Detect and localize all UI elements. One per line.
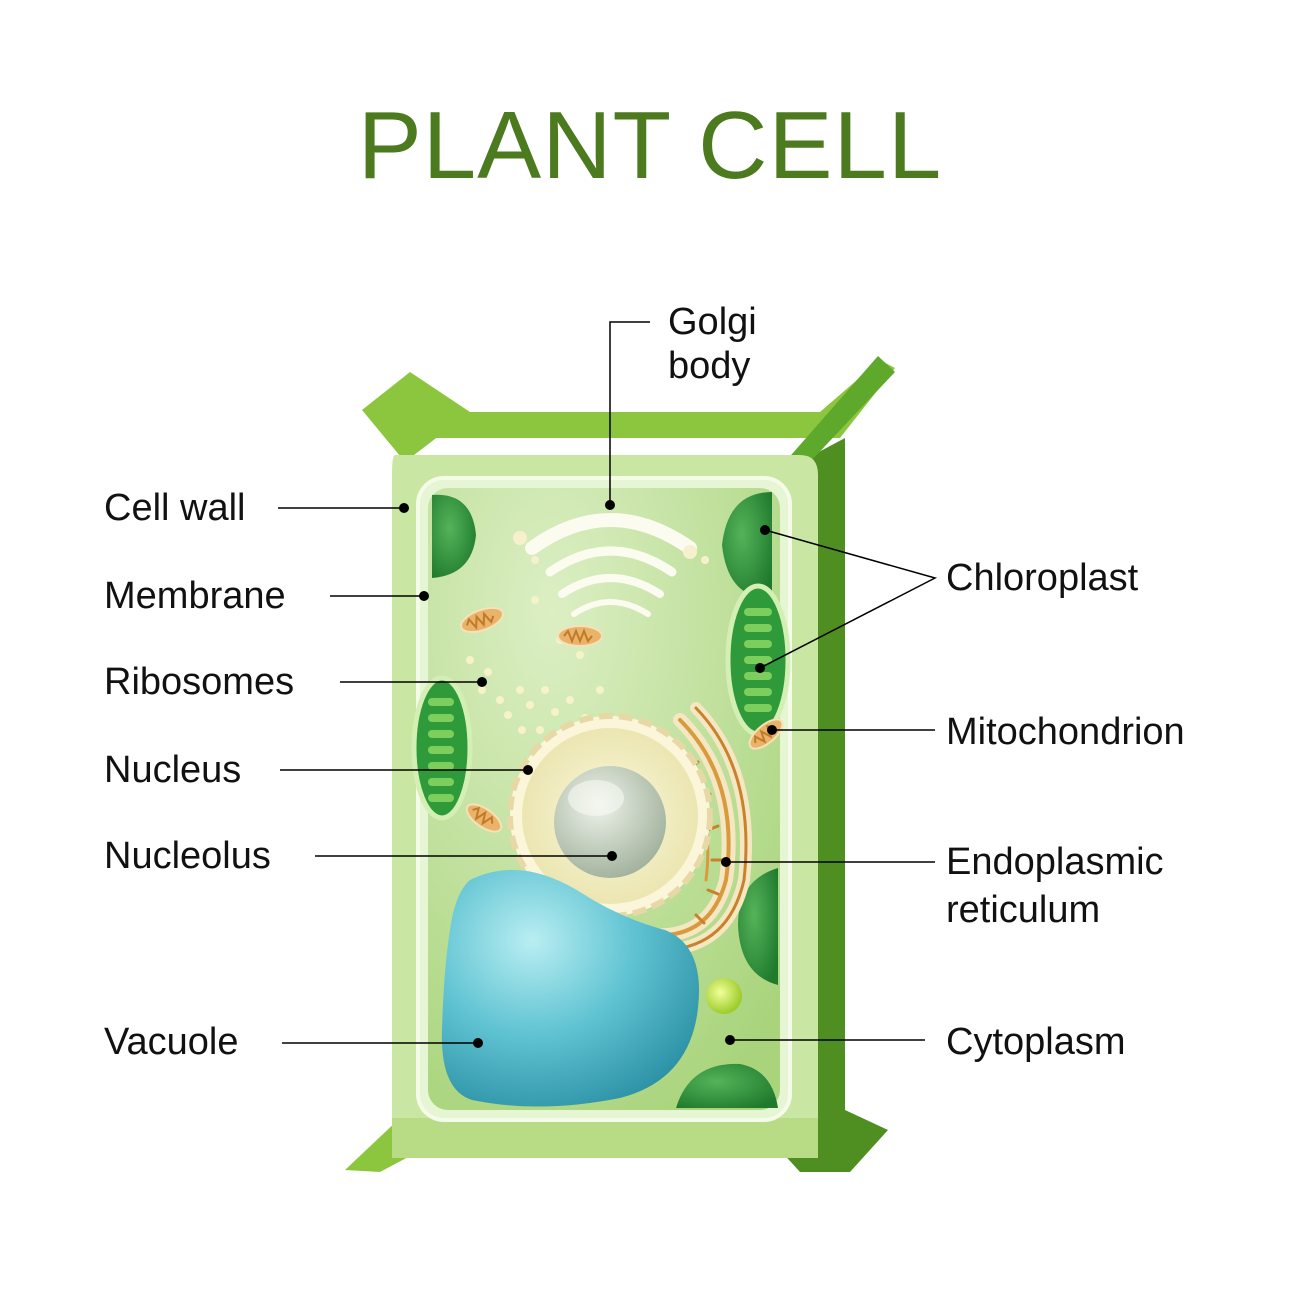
cell-wall-bottom-rim — [392, 1118, 818, 1158]
cell-wall-top-right-flap — [785, 356, 895, 462]
chloroplast-left-stacked — [411, 675, 473, 821]
mitochondrion-4 — [465, 803, 503, 833]
label-membrane: Membrane — [104, 575, 286, 617]
label-ribosomes: Ribosomes — [104, 661, 295, 703]
label-vacuole: Vacuole — [104, 1021, 239, 1063]
cell-wall-top-rim — [395, 360, 895, 438]
leader-chloroplast — [759, 529, 938, 669]
ribosomes — [466, 596, 604, 734]
label-cell-wall: Cell wall — [104, 487, 246, 529]
label-cytoplasm: Cytoplasm — [946, 1021, 1126, 1063]
golgi-body — [513, 513, 709, 617]
label-chloroplast: Chloroplast — [946, 557, 1139, 599]
chloroplasts — [411, 492, 791, 1108]
leader-dots — [399, 500, 777, 1048]
chloroplast-bottom — [676, 1063, 778, 1108]
chloroplast-top-left — [432, 494, 476, 578]
chloroplast-bottom-right — [738, 868, 778, 985]
mitochondrion-1 — [460, 606, 504, 634]
mitochondrion-2 — [557, 625, 603, 647]
label-mitochondrion: Mitochondrion — [946, 711, 1185, 753]
label-nucleus: Nucleus — [104, 749, 242, 791]
chloroplast-right-stacked — [725, 583, 791, 737]
label-nucleolus: Nucleolus — [104, 835, 271, 877]
leader-golgi — [609, 321, 650, 505]
label-er-line1: Endoplasmic — [946, 841, 1164, 883]
endoplasmic-reticulum — [643, 702, 752, 956]
leader-lines — [278, 321, 938, 1044]
label-er-line2: reticulum — [946, 889, 1101, 931]
cell-wall-top-left-flap — [362, 372, 470, 462]
vesicle — [706, 978, 742, 1014]
label-golgi-line1: Golgi — [668, 301, 757, 343]
label-golgi-line2: body — [668, 345, 751, 387]
page-title: PLANT CELL — [357, 92, 943, 199]
chloroplast-top-right — [722, 492, 772, 599]
vacuole — [441, 869, 700, 1107]
nucleus — [507, 713, 713, 919]
